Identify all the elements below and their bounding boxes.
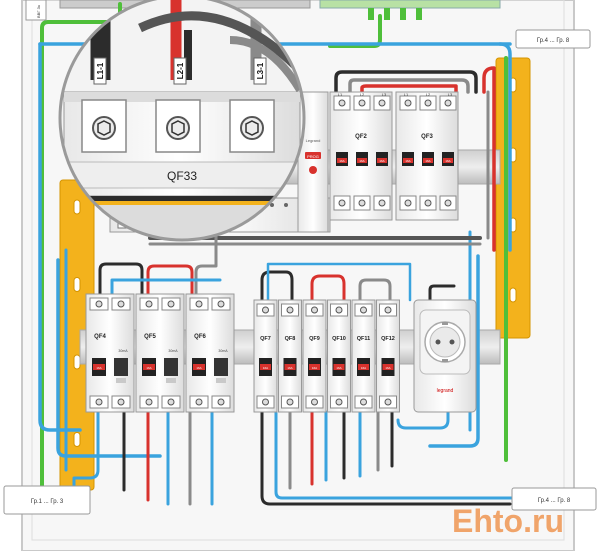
mcb-qf8[interactable]: QF8 16A (278, 299, 302, 413)
control-module-text: PROG (307, 154, 319, 159)
din-rail-bracket (495, 57, 531, 339)
svg-text:Гр.1 ... Гр. 3: Гр.1 ... Гр. 3 (31, 499, 64, 505)
breaker-rating: 16A (385, 366, 390, 370)
tag-top-left-cut: ВВГ 3х (25, 0, 47, 21)
terminal-label: L2 (360, 92, 365, 97)
watermark: Ehto.ru (452, 503, 564, 539)
mcb-qf7[interactable]: QF7 16A (253, 299, 278, 413)
rcbo-rating: 30mA (168, 349, 178, 353)
mcb-qf10[interactable]: QF10 16A (327, 299, 351, 413)
terminal-label: L3 (382, 92, 387, 97)
din-socket-outlet: legrand (413, 299, 477, 413)
breaker-rating: 16A (287, 366, 292, 370)
terminal-label: L2 (426, 92, 431, 97)
zoom-cable-label-2: L2-1 (176, 62, 185, 79)
breaker-label: QF3 (421, 134, 433, 140)
zoom-cable-label-1: L1-1 (96, 62, 105, 79)
terminal-label: L1 (404, 92, 409, 97)
mcb-label: QF11 (357, 336, 370, 342)
breaker-rating: 16A (405, 159, 410, 163)
breaker-qf3[interactable]: QF3 16A 16A 16A (395, 91, 459, 221)
mcb-qf9[interactable]: QF9 16A (302, 299, 327, 413)
breaker-rating: 16A (336, 366, 341, 370)
breaker-rating: 16A (96, 366, 101, 370)
rcbo-label: QF5 (144, 334, 156, 340)
control-module-brand: Legrand (306, 138, 321, 143)
breaker-rating: 16A (312, 366, 317, 370)
tag-bottom-left: Гр.1 ... Гр. 3 (3, 485, 91, 515)
mcb-qf11[interactable]: QF11 16A (351, 299, 376, 413)
breaker-rating: 16A (359, 159, 364, 163)
breaker-rating: 16A (263, 366, 268, 370)
breaker-rating: 16A (146, 366, 151, 370)
terminal-label: L1 (338, 92, 343, 97)
svg-text:Гр.4 ... Гр. 8: Гр.4 ... Гр. 8 (537, 38, 570, 44)
breaker-rating: 16A (361, 366, 366, 370)
enclosure-inner (31, 0, 565, 541)
rcbo-row: QF4 30mA 16A QF5 30mA 16A QF6 30mA 16A (85, 293, 235, 413)
tag-bottom-right: Гр.4 ... Гр. 8 (511, 487, 597, 511)
mcb-label: QF12 (381, 336, 395, 342)
socket-brand: legrand (437, 388, 454, 394)
top-breakers: QF2 16A 16A 16A QF3 16A 16A 16A L1 L2 L3 L1 L2 L3 (329, 91, 459, 221)
svg-text:ВВГ 3х: ВВГ 3х (36, 5, 41, 18)
breaker-label: QF2 (355, 134, 367, 140)
mcb-label: QF10 (332, 336, 346, 342)
svg-text:Гр.4 ... Гр. 8: Гр.4 ... Гр. 8 (538, 498, 571, 504)
breaker-rating: 16A (445, 159, 450, 163)
rcbo-rating: 30mA (118, 349, 128, 353)
rcbo-rating: 30mA (218, 349, 228, 353)
breaker-rating: 16A (339, 159, 344, 163)
zoom-breaker-label: QF33 (167, 169, 197, 183)
rcbo-qf4[interactable]: QF4 30mA 16A (85, 293, 135, 413)
zoom-cable-label-3: L3-1 (256, 62, 265, 79)
rcbo-label: QF6 (194, 334, 206, 340)
rcbo-qf5[interactable]: QF5 30mA 16A (135, 293, 185, 413)
mcb-label: QF9 (309, 336, 320, 342)
mcb-label: QF7 (260, 336, 271, 342)
breaker-qf2[interactable]: QF2 16A 16A 16A (329, 91, 393, 221)
mcb-qf12[interactable]: QF12 16A (376, 299, 400, 413)
rcbo-label: QF4 (94, 334, 106, 340)
tag-top-right: Гр.4 ... Гр. 8 (515, 29, 591, 49)
zoom-callout: L1-1 L2-1 L3-1 QF33 (58, 0, 306, 242)
terminal-label: L3 (448, 92, 453, 97)
mcb-label: QF8 (285, 336, 296, 342)
breaker-rating: 16A (379, 159, 384, 163)
breaker-rating: 16A (425, 159, 430, 163)
breaker-rating: 16A (196, 366, 201, 370)
mcb-row: QF7 16A QF8 16A QF9 16A QF10 16A QF11 16A QF12 16A (253, 299, 400, 413)
rcbo-qf6[interactable]: QF6 30mA 16A (185, 293, 235, 413)
